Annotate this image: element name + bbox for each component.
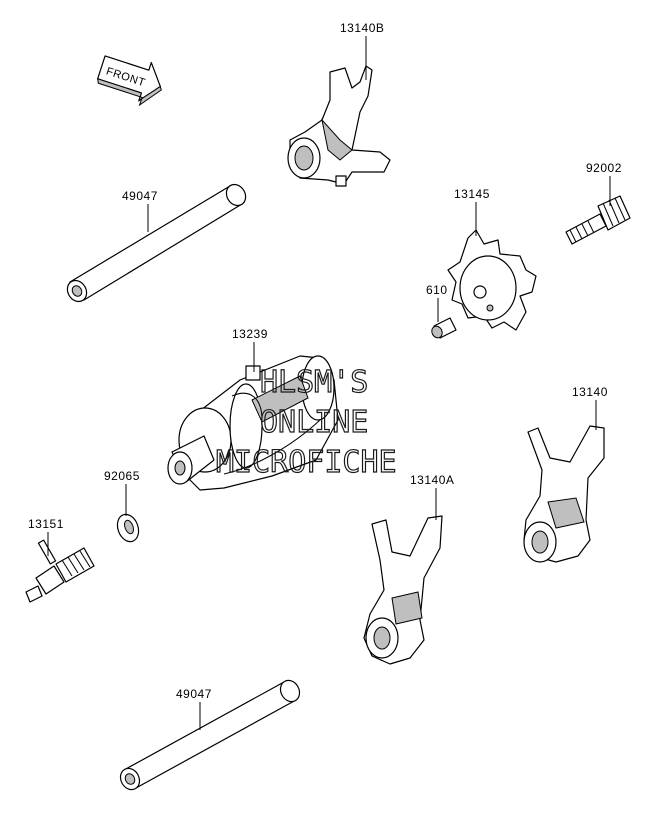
callout-92065: 92065 [104, 469, 140, 483]
callout-13140b: 13140B [340, 21, 384, 35]
front-arrow: FRONT [97, 55, 162, 107]
callout-610: 610 [426, 283, 448, 297]
callout-49047-lower: 49047 [176, 687, 212, 701]
callout-13145: 13145 [454, 187, 490, 201]
shift-fork-13140b [287, 65, 391, 187]
leader-lines [47, 36, 611, 730]
callout-labels: 13140B 49047 92002 13145 610 13239 13140… [28, 21, 622, 701]
callout-49047-upper: 49047 [122, 189, 158, 203]
callout-92002: 92002 [586, 161, 622, 175]
watermark-line-1: HLSM'S [260, 365, 368, 400]
shift-drum-plate-13145 [447, 229, 537, 331]
pin-610 [431, 317, 457, 339]
shift-rod-49047-lower [119, 679, 301, 791]
watermark: HLSM'S ONLINE MICROFICHE [215, 364, 397, 480]
neutral-switch-13151 [25, 539, 95, 603]
callout-13140a: 13140A [410, 473, 454, 487]
callout-13239: 13239 [232, 327, 268, 341]
callout-13151: 13151 [28, 517, 64, 531]
shift-fork-13140a [363, 515, 443, 665]
shift-drum-13239 [167, 355, 339, 491]
watermark-line-3: MICROFICHE [216, 445, 397, 480]
washer-92065 [116, 513, 140, 543]
shift-fork-13140 [523, 425, 605, 563]
watermark-line-2: ONLINE [260, 405, 368, 440]
bolt-92002 [565, 195, 631, 245]
shift-rod-49047-upper [66, 183, 247, 303]
callout-13140: 13140 [572, 385, 608, 399]
